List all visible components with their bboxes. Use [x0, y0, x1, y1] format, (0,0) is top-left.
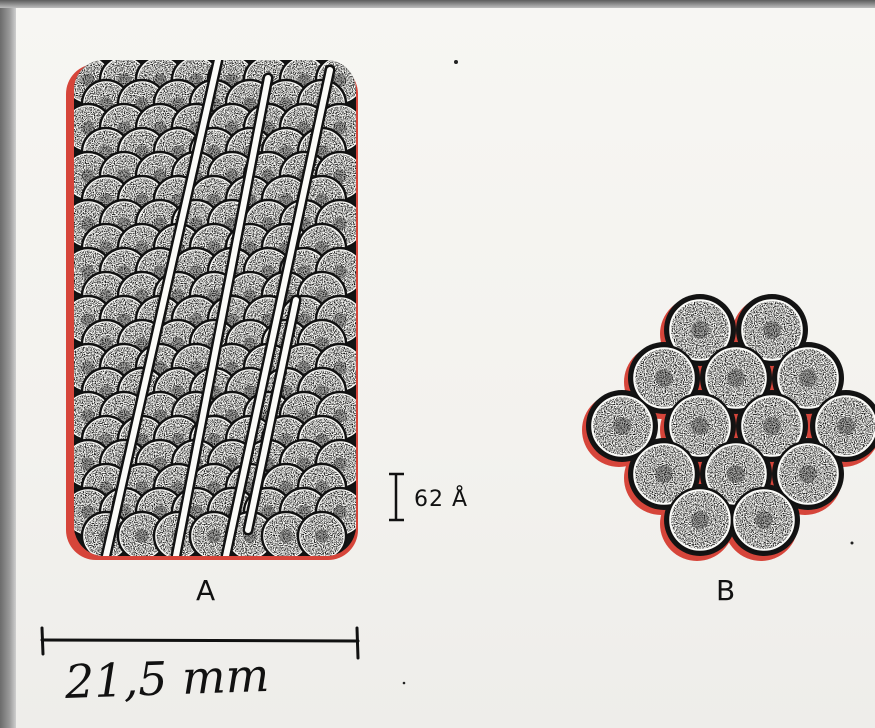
- panel-label-b: B: [716, 574, 735, 607]
- scale-label-mm: 21,5 mm: [64, 648, 270, 709]
- scale-label-62: 62 Å: [414, 487, 468, 512]
- filament-b-cross-section: [582, 294, 875, 561]
- subunit: [298, 512, 346, 560]
- panel-label-a: A: [196, 574, 215, 607]
- cross-section-subunit: [732, 488, 796, 552]
- filament-a-side-view: [64, 56, 364, 560]
- scale-bar-62: [389, 474, 404, 520]
- cross-section-subunit: [668, 488, 732, 552]
